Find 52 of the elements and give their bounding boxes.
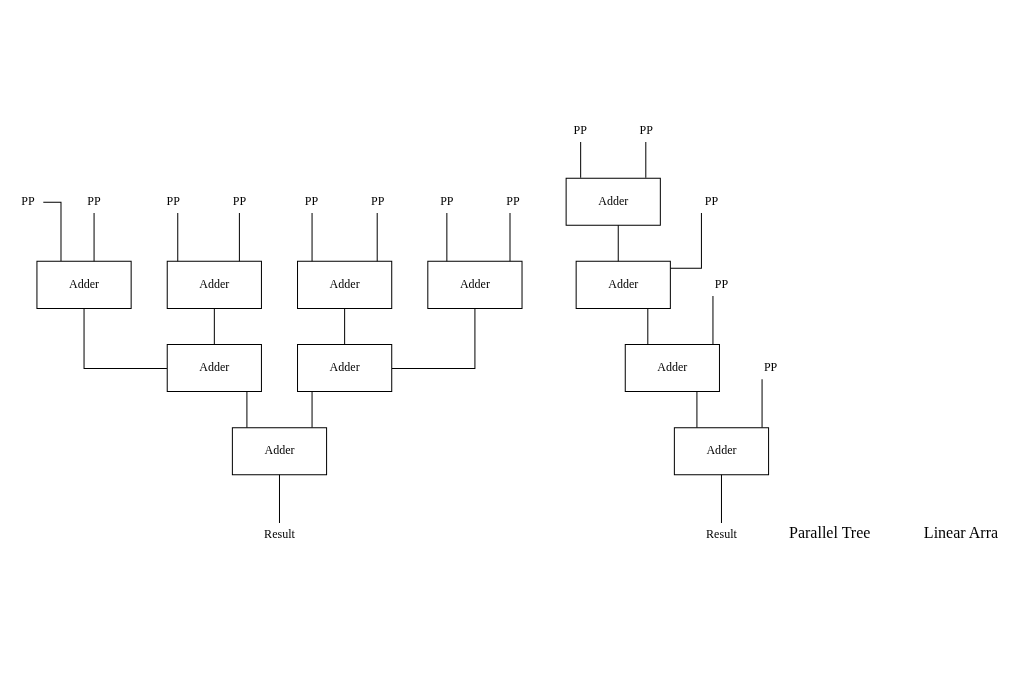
connector — [238, 211, 240, 262]
node-text: PP — [639, 122, 653, 137]
connector — [93, 211, 95, 262]
node-text: Result — [264, 526, 295, 541]
connector — [344, 307, 346, 345]
node-text: PP — [763, 359, 778, 374]
node-text: PP — [704, 193, 719, 208]
node-box: Adder — [575, 260, 671, 309]
node-text: PP — [232, 193, 247, 208]
node-text: Result — [706, 526, 737, 541]
connector — [647, 307, 649, 345]
connector — [311, 211, 313, 262]
node-box: Adder — [297, 260, 393, 309]
label: Linear Arra — [923, 523, 999, 541]
connector — [177, 211, 179, 262]
connector — [213, 307, 215, 345]
node-text: PP — [573, 122, 587, 137]
node-text: PP — [371, 193, 385, 208]
node-text: PP — [714, 276, 729, 291]
connector — [376, 211, 378, 262]
connector — [391, 307, 476, 369]
connector — [580, 141, 582, 178]
label: Parallel Tree — [789, 523, 871, 541]
connector — [645, 141, 647, 178]
connector — [279, 473, 280, 523]
node-box: Adder — [166, 260, 262, 309]
connector — [670, 212, 702, 269]
connector — [83, 307, 168, 369]
node-text: PP — [87, 193, 101, 208]
connector — [246, 390, 248, 428]
node-box: Adder — [565, 177, 661, 226]
connector — [720, 473, 722, 523]
node-text: PP — [440, 193, 454, 208]
node-text: PP — [21, 193, 35, 208]
connector — [311, 390, 313, 428]
node-text: PP — [506, 193, 520, 208]
node-box: Adder — [297, 343, 393, 392]
node-box: Adder — [231, 426, 328, 475]
connector — [761, 378, 763, 428]
connector — [696, 390, 698, 428]
node-box: Adder — [624, 343, 720, 392]
node-box: Adder — [673, 426, 770, 475]
node-text: PP — [304, 193, 319, 208]
node-box: Adder — [166, 343, 262, 392]
node-text: PP — [166, 193, 180, 208]
node-box: Adder — [427, 260, 523, 309]
connector — [509, 211, 511, 262]
node-box: Adder — [36, 260, 132, 309]
connector — [617, 224, 619, 262]
connector — [712, 295, 714, 345]
connector — [42, 201, 62, 261]
connector — [446, 211, 448, 262]
